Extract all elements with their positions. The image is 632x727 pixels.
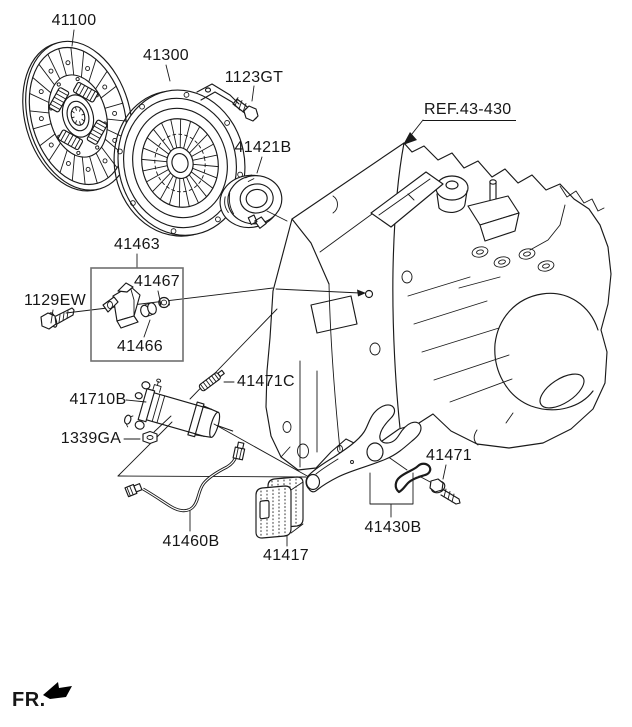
clutch-cover-drawing — [113, 89, 246, 237]
label-leader-lines — [50, 29, 447, 547]
part-label-push-rod: 41471C — [237, 373, 295, 390]
release-fork-drawing — [305, 404, 422, 493]
fork-clip-drawing — [394, 462, 432, 494]
part-label-release-bearing: 41421B — [234, 139, 292, 156]
part-label-bracket-nut: 41467 — [134, 273, 180, 290]
push-rod-drawing — [198, 369, 225, 392]
bracket-drawing — [102, 282, 141, 329]
part-label-clutch-disc: 41100 — [51, 12, 97, 29]
part-label-bracket-kit: 41463 — [114, 236, 160, 253]
ref-label-transaxle: REF.43-430 — [423, 101, 516, 121]
kit-box — [90, 267, 184, 362]
fork-bolt-drawing — [429, 478, 461, 505]
part-label-pad: 41417 — [263, 547, 309, 564]
part-label-clutch-tube: 41460B — [162, 533, 220, 550]
front-direction-arrow — [43, 682, 72, 699]
release-cylinder-drawing — [124, 378, 234, 438]
release-bearing-drawing — [219, 174, 283, 229]
ref-arrowhead — [403, 132, 417, 145]
part-label-bracket-bushing: 41466 — [117, 338, 163, 355]
clutch-disc-drawing — [22, 40, 133, 192]
part-label-cylinder-nut: 1339GA — [60, 430, 122, 447]
part-label-release-cylinder: 41710B — [69, 391, 127, 408]
transaxle-drawing — [265, 142, 612, 471]
part-label-bracket-bolt: 1129EW — [24, 292, 86, 309]
cover-bolt-drawing — [232, 97, 259, 122]
front-direction-label: FR. — [12, 689, 46, 711]
part-label-fork-bolt: 41471 — [426, 447, 472, 464]
pad-drawing — [255, 476, 304, 539]
part-label-cover-bolt: 1123GT — [224, 69, 284, 86]
cylinder-nut-drawing — [142, 430, 158, 445]
bolt-point-arrow — [357, 289, 366, 297]
part-label-clutch-cover: 41300 — [143, 47, 189, 64]
bushing-drawing — [140, 302, 157, 318]
part-label-release-fork: 41430B — [364, 519, 422, 536]
bracket-bolt-drawing — [40, 307, 75, 330]
clutch-tube-drawing — [124, 441, 246, 513]
